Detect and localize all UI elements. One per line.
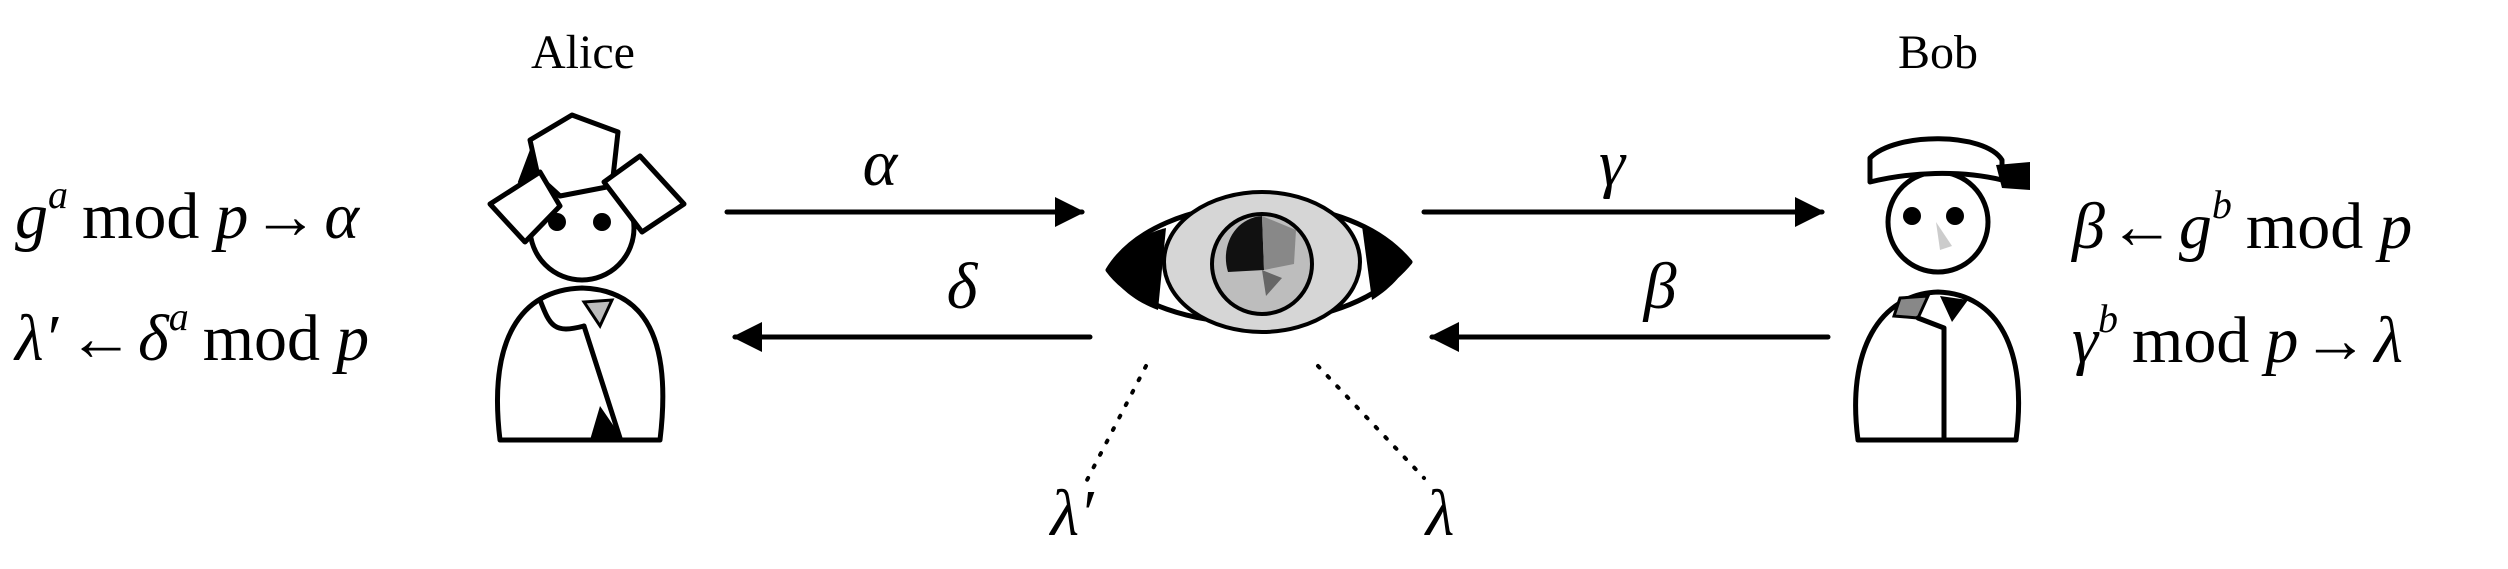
eve-key-left: λ′ bbox=[1048, 477, 1095, 550]
alice-head bbox=[487, 112, 687, 283]
message-gamma: γ bbox=[1599, 127, 1627, 200]
bob-label: Bob bbox=[1898, 26, 1978, 79]
bob-body bbox=[1853, 289, 2022, 443]
eve-key-right: λ bbox=[1424, 477, 1455, 550]
dotted-line-right bbox=[1316, 364, 1426, 480]
bob-head bbox=[1867, 136, 2030, 275]
alice-body bbox=[495, 285, 666, 443]
alice-figure bbox=[487, 112, 687, 443]
message-beta: β bbox=[1642, 250, 1677, 323]
message-alpha: α bbox=[863, 127, 899, 200]
message-delta: δ bbox=[947, 250, 979, 323]
dotted-line-left bbox=[1084, 364, 1148, 484]
eve-eye bbox=[1105, 190, 1413, 334]
alice-label: Alice bbox=[531, 26, 635, 79]
bob-figure bbox=[1853, 136, 2030, 443]
